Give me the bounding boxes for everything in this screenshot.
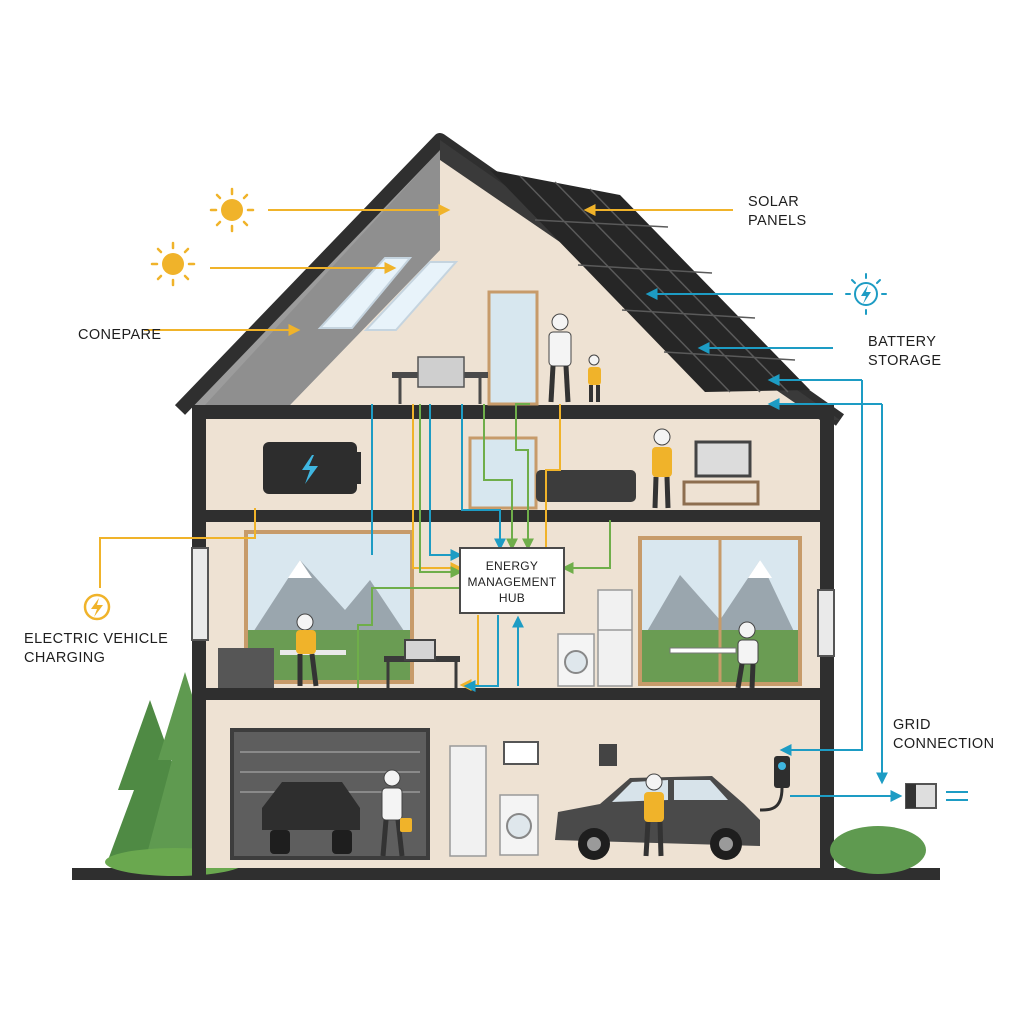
lightning-circle-icon xyxy=(845,273,887,315)
skylights xyxy=(317,257,459,331)
battery-storage-label: BATTERY STORAGE xyxy=(868,333,941,371)
solar-panels-label: SOLAR PANELS xyxy=(748,193,807,231)
second-floor-room xyxy=(263,428,760,510)
solar-flow-arrows xyxy=(99,204,733,691)
grid-label-line1: GRID xyxy=(893,717,931,733)
first-floor-room xyxy=(191,530,835,689)
hub-label-line2: MANAGEMENT xyxy=(467,575,556,589)
hub-label-line1: ENERGY xyxy=(486,559,538,573)
household-flow-arrows xyxy=(357,403,611,688)
ev-charging-icon xyxy=(83,593,111,621)
solar-label-line2: PANELS xyxy=(748,213,807,229)
conepare-label-text: CONEPARE xyxy=(78,327,162,343)
grid-meter xyxy=(905,783,968,809)
sun-icon-bottom xyxy=(150,241,196,287)
grid-connection-label: GRID CONNECTION xyxy=(893,716,994,754)
solar-label-line1: SOLAR xyxy=(748,194,800,210)
sun-icon-top xyxy=(209,187,255,233)
energy-management-hub: ENERGY MANAGEMENT HUB xyxy=(459,547,565,614)
hub-label-line3: HUB xyxy=(499,591,525,605)
battery-label-line2: STORAGE xyxy=(868,353,942,369)
ev-label-line2: CHARGING xyxy=(24,650,106,666)
battery-label-line1: BATTERY xyxy=(868,334,937,350)
battery-flow-arrows xyxy=(371,288,903,802)
conepare-label: CONEPARE xyxy=(78,326,162,345)
grid-label-line2: CONNECTION xyxy=(893,736,995,752)
ground-line xyxy=(72,868,940,880)
attic-room xyxy=(392,290,601,406)
bushes-right xyxy=(830,826,926,874)
solar-panels xyxy=(490,170,810,393)
garage-floor xyxy=(230,728,790,860)
ev-label-line1: ELECTRIC VEHICLE xyxy=(24,631,169,647)
ev-charging-label: ELECTRIC VEHICLE CHARGING xyxy=(24,630,168,668)
